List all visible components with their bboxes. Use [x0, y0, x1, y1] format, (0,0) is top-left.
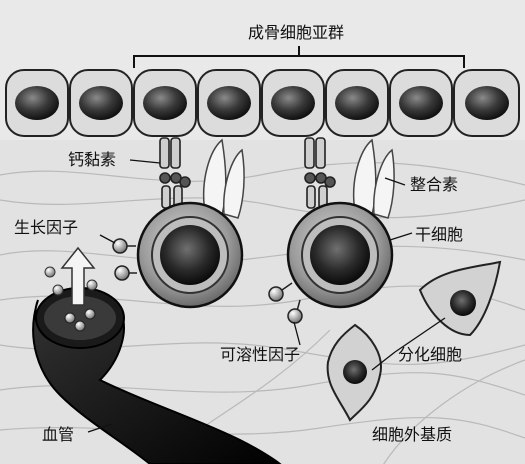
- osteoblast-cell: [198, 70, 260, 136]
- label-growth-factor: 生长因子: [14, 218, 78, 237]
- osteoblast-cell: [134, 70, 196, 136]
- osteoblast-cell: [454, 70, 519, 136]
- osteoblast-cell: [390, 70, 452, 136]
- label-cadherin: 钙黏素: [68, 150, 116, 169]
- label-stem-cell: 干细胞: [415, 225, 463, 244]
- label-blood-vessel: 血管: [42, 425, 74, 444]
- stem-cell: [138, 203, 242, 307]
- stem-cell: [288, 203, 392, 307]
- osteoblast-cell: [6, 70, 68, 136]
- osteoblast-cell: [262, 70, 324, 136]
- label-soluble-factor: 可溶性因子: [220, 345, 300, 364]
- osteoblast-cell: [70, 70, 132, 136]
- label-osteoblast-subpopulation: 成骨细胞亚群: [248, 23, 344, 42]
- osteoblast-cell: [326, 70, 388, 136]
- label-extracellular-matrix: 细胞外基质: [372, 425, 452, 444]
- label-differentiated-cell: 分化细胞: [398, 345, 462, 364]
- label-integrin: 整合素: [410, 175, 458, 194]
